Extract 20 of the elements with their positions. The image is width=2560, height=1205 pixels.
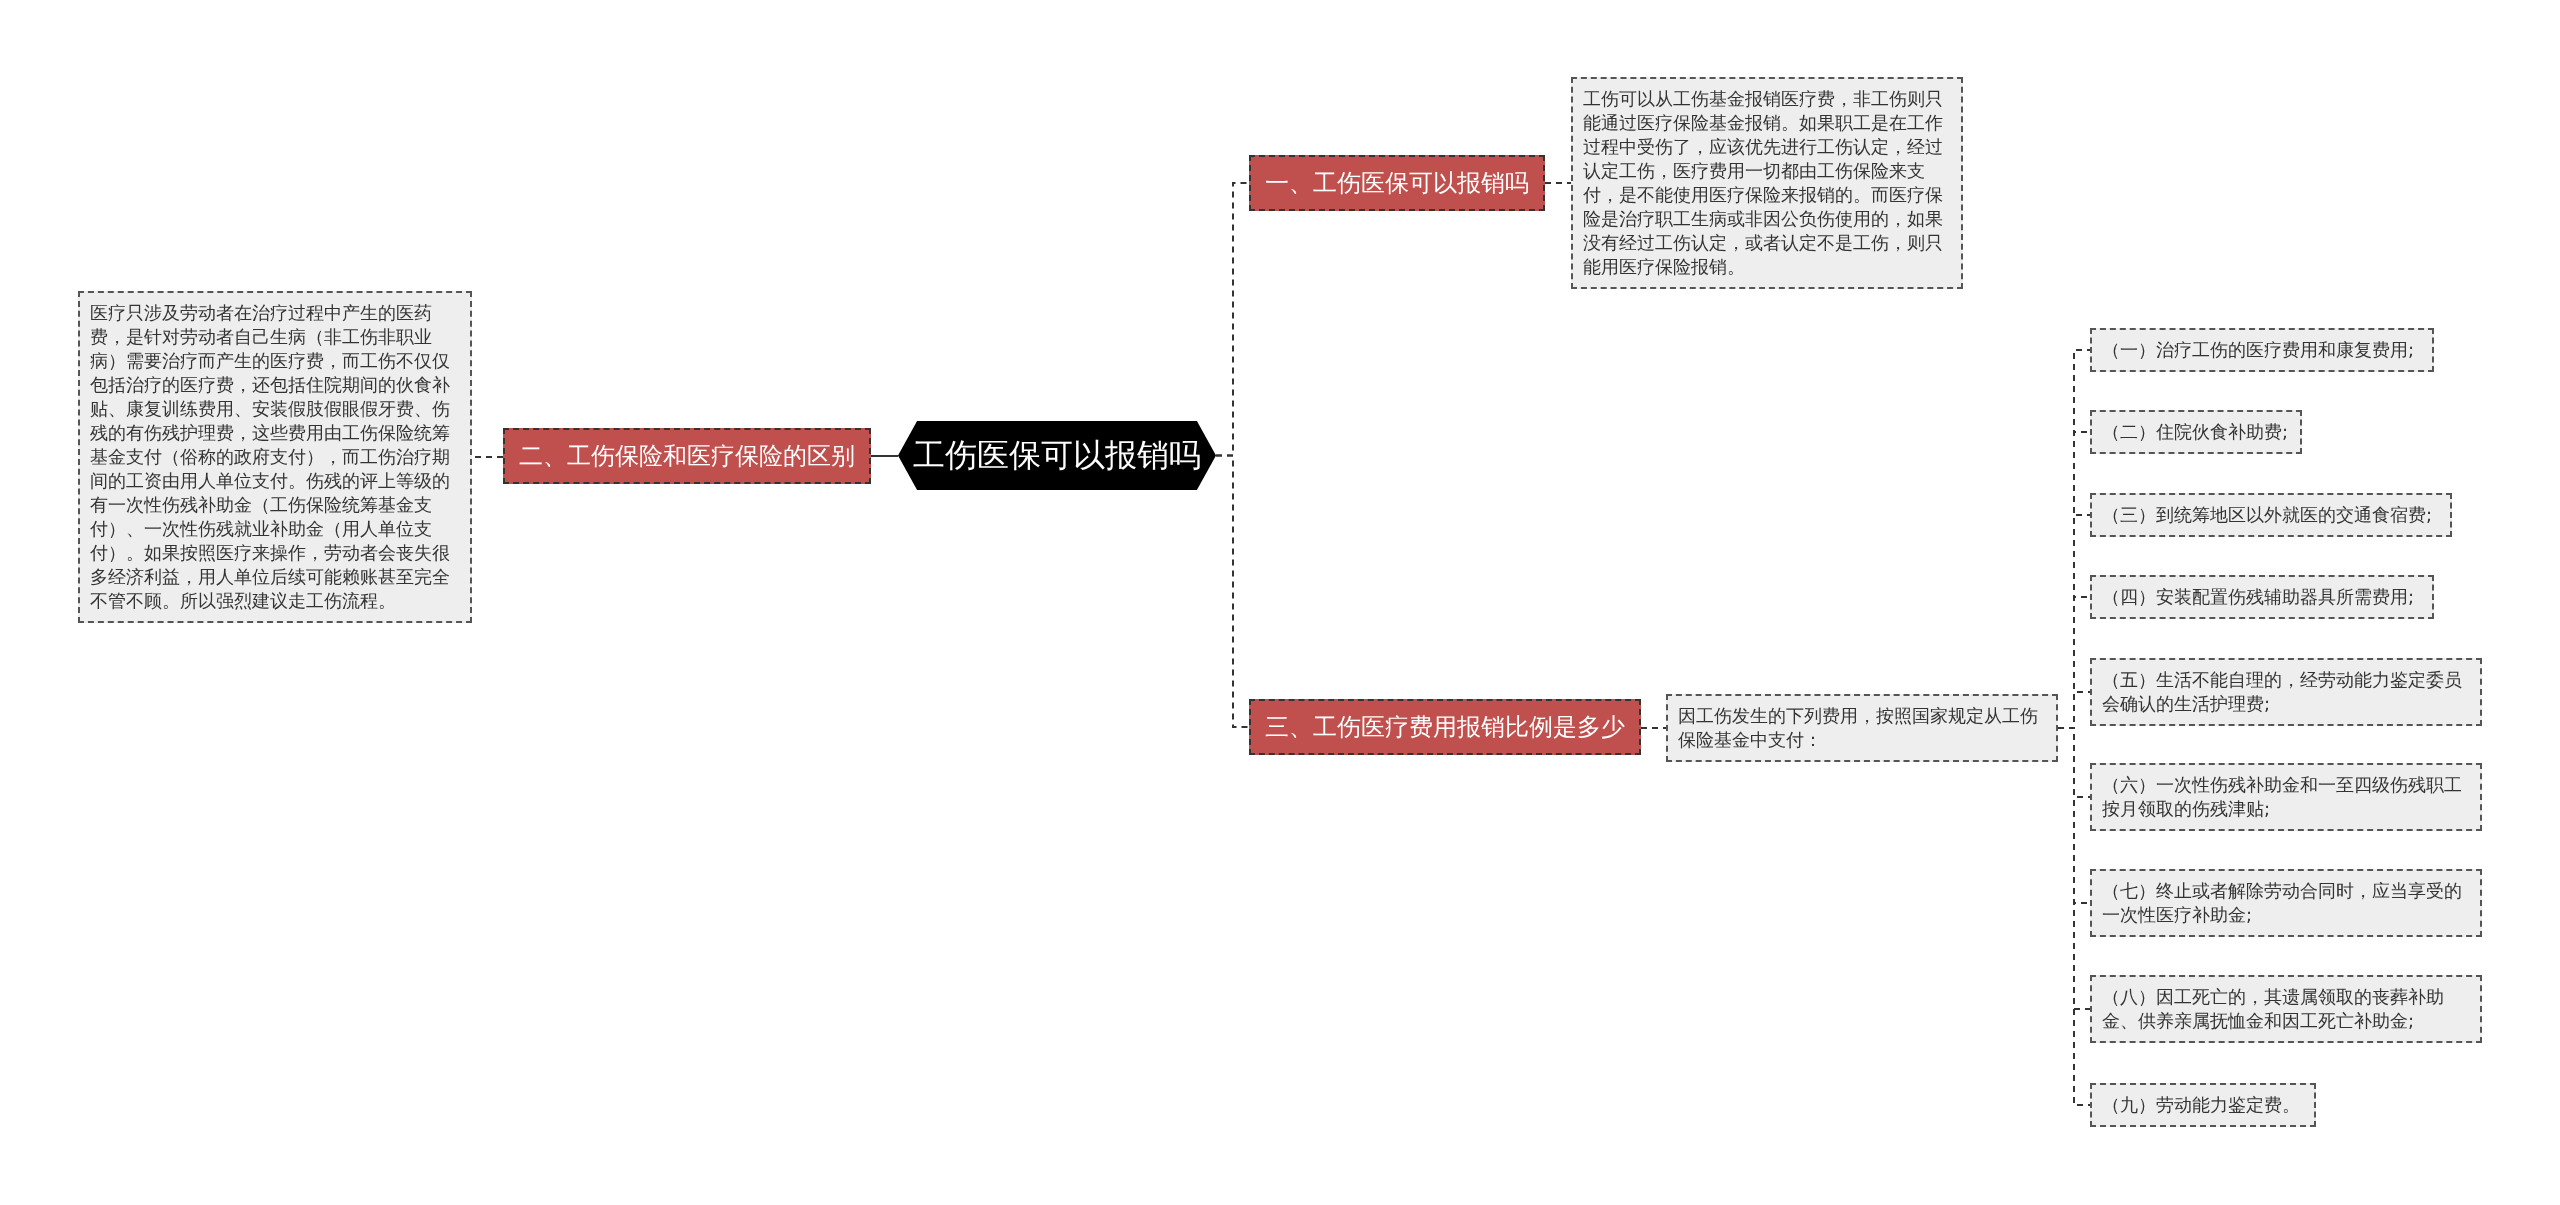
topic-box: 一、工伤医保可以报销吗 [1249,155,1545,211]
text-box: （九）劳动能力鉴定费。 [2090,1083,2316,1127]
text-box: （三）到统筹地区以外就医的交通食宿费; [2090,493,2452,537]
text-box: （七）终止或者解除劳动合同时，应当享受的一次性医疗补助金; [2090,869,2482,937]
text-box: （八）因工死亡的，其遗属领取的丧葬补助金、供养亲属抚恤金和因工死亡补助金; [2090,975,2482,1043]
connector-line [870,455,899,457]
text-box: 因工伤发生的下列费用，按照国家规定从工伤保险基金中支付： [1666,694,2058,762]
text-box: 工伤可以从工伤基金报销医疗费，非工伤则只能通过医疗保险基金报销。如果职工是在工作过程中受伤了，应该优先进行工伤认定，经过认定工伤，医疗费用一切都由工伤保险来支付，是不能使用医疗保险来报销的。而医疗保险是治疗职工生病或非因公负伤使用的，如果没有经过工伤认定，或者认定不是工伤，则只能用医疗保险报销。 [1571,77,1963,289]
connector-line [1215,454,1250,728]
text-box: （六）一次性伤残补助金和一至四级伤残职工按月领取的伤残津贴; [2090,763,2482,831]
text-box: （二）住院伙食补助费; [2090,410,2302,454]
text-box: （五）生活不能自理的，经劳动能力鉴定委员会确认的生活护理费; [2090,658,2482,726]
connector-line [1640,727,1667,729]
text-box: （一）治疗工伤的医疗费用和康复费用; [2090,328,2434,372]
topic-box: 三、工伤医疗费用报销比例是多少 [1249,699,1641,755]
text-box: 医疗只涉及劳动者在治疗过程中产生的医药费，是针对劳动者自己生病（非工伤非职业病）需要治疗而产生的医疗费，而工伤不仅仅包括治疗的医疗费，还包括住院期间的伙食补贴、康复训练费用、安装假肢假眼假牙费、伤残的有伤残护理费，这些费用由工伤保险统筹基金支付（俗称的政府支付），而工伤治疗期间的工资由用人单位支付。伤残的评上等级的有一次性伤残补助金（工伤保险统筹基金支付）、一次性伤残就业补助金（用人单位支付）。如果按照医疗来操作，劳动者会丧失很多经济利益，用人单位后续可能赖账甚至完全不管不顾。所以强烈建议走工伤流程。 [78,291,472,623]
topic-box: 二、工伤保险和医疗保险的区别 [503,428,871,484]
central-topic: 工伤医保可以报销吗 [898,421,1216,490]
text-box: （四）安装配置伤残辅助器具所需费用; [2090,575,2434,619]
connector-line [1544,182,1572,184]
